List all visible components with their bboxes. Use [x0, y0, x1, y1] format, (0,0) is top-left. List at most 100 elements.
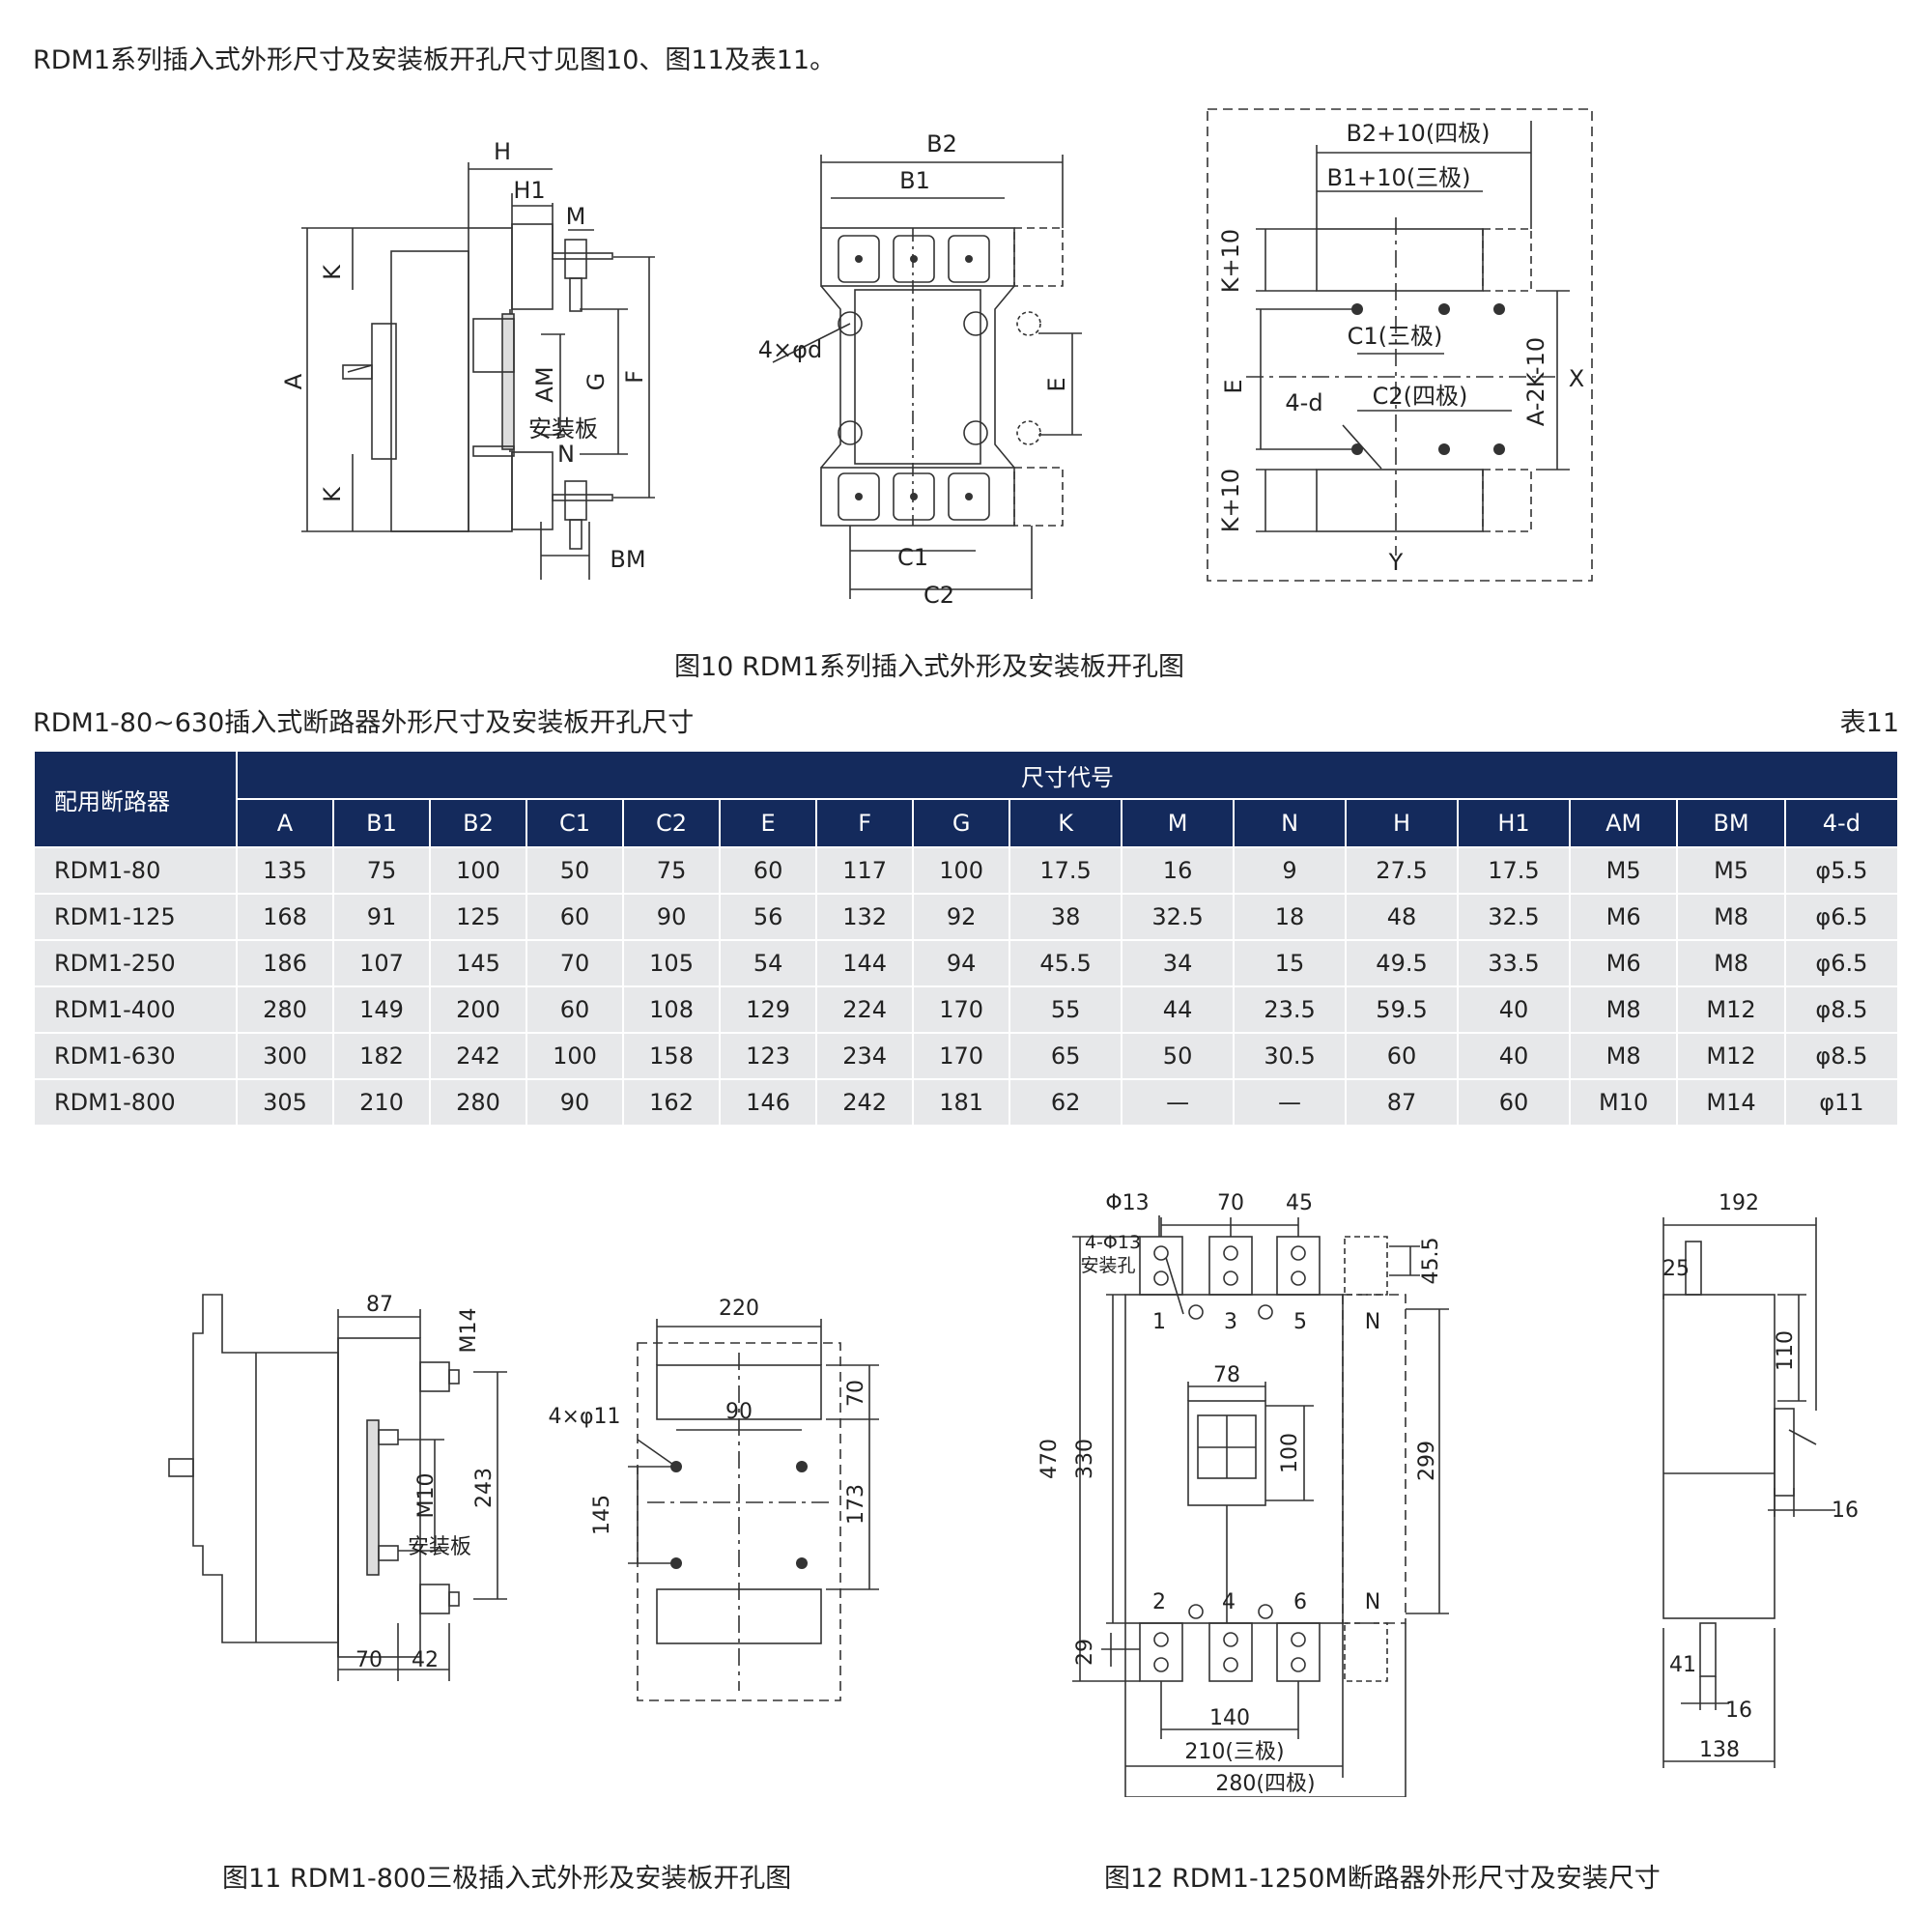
- table-cell: φ6.5: [1783, 939, 1900, 987]
- table-cell: 15: [1233, 939, 1348, 987]
- intro-text: RDM1系列插入式外形尺寸及安装板开孔尺寸见图10、图11及表11。: [33, 45, 837, 75]
- header-cell: N: [1233, 798, 1348, 848]
- fig12-caption: 图12 RDM1-1250M断路器外形尺寸及安装尺寸: [1104, 1864, 1661, 1894]
- table-cell: 27.5: [1345, 846, 1459, 895]
- table-cell: 75: [622, 846, 722, 895]
- table-cell: 23.5: [1233, 985, 1348, 1034]
- table-cell: 170: [912, 1032, 1011, 1080]
- header-cell: H1: [1457, 798, 1571, 848]
- table-cell: 117: [815, 846, 915, 895]
- table-cell: 105: [622, 939, 722, 987]
- table-cell: 50: [526, 846, 625, 895]
- fig10-label-C2: C2: [923, 582, 954, 609]
- table-cell: 129: [719, 985, 818, 1034]
- table-cell: M6: [1568, 939, 1679, 987]
- table-cell-model: RDM1-630: [33, 1032, 238, 1080]
- fig12-side-25: 25: [1662, 1257, 1690, 1281]
- fig11-label-42: 42: [412, 1648, 439, 1672]
- table-cell: 158: [622, 1032, 722, 1080]
- fig12-terminal-N-top: N: [1365, 1310, 1380, 1334]
- fig10-label-M: M: [566, 203, 586, 230]
- table-cell: 90: [622, 893, 722, 941]
- table-cell: 107: [332, 939, 432, 987]
- header-cell: C1: [526, 798, 625, 848]
- fig12-label-78: 78: [1213, 1363, 1240, 1387]
- table-cell: 210: [332, 1078, 432, 1127]
- table-cell: 170: [912, 985, 1011, 1034]
- table-cell: 70: [526, 939, 625, 987]
- fig12-label-470: 470: [1037, 1439, 1062, 1479]
- table-cell: 100: [912, 846, 1011, 895]
- fig12-terminal-N-bot: N: [1365, 1590, 1380, 1614]
- header-cell: AM: [1568, 798, 1679, 848]
- table-title: RDM1-80~630插入式断路器外形尺寸及安装板开孔尺寸: [33, 708, 695, 738]
- fig10-label-Ktop: K+10: [1217, 229, 1244, 293]
- table-cell: 49.5: [1345, 939, 1459, 987]
- table-cell: 34: [1121, 939, 1236, 987]
- table-cell: 242: [815, 1078, 915, 1127]
- fig11-drawing: 87 M14 M10 243 安装板 70 42 220 90 4×φ11 70…: [0, 1140, 966, 1710]
- table-cell: M8: [1676, 893, 1786, 941]
- table-cell: 92: [912, 893, 1011, 941]
- table-cell: 182: [332, 1032, 432, 1080]
- fig12-terminal-2: 2: [1152, 1590, 1166, 1614]
- table-cell: φ6.5: [1783, 893, 1900, 941]
- fig12-label-280: 280(四极): [1215, 1772, 1315, 1796]
- table-cell: 60: [1345, 1032, 1459, 1080]
- fig10-label-B1: B1: [899, 167, 930, 194]
- table-cell: 32.5: [1121, 893, 1236, 941]
- table-cell: 60: [526, 893, 625, 941]
- fig11-label-plate: 安装板: [408, 1535, 471, 1559]
- fig10-caption: 图10 RDM1系列插入式外形及安装板开孔图: [674, 652, 1184, 682]
- table-cell: 90: [526, 1078, 625, 1127]
- table-cell: 75: [332, 846, 432, 895]
- table-cell: 48: [1345, 893, 1459, 941]
- table-cell-model: RDM1-125: [33, 893, 238, 941]
- fig11-label-90: 90: [725, 1400, 753, 1424]
- fig10-label-X: X: [1569, 365, 1584, 392]
- fig10-label-Kbot: K+10: [1217, 469, 1244, 532]
- fig10-drawing: H H1 M K K A AM G F 安装板 N BM B2 B1 4×φd …: [0, 0, 1932, 628]
- header-cell: F: [815, 798, 915, 848]
- table-cell: 94: [912, 939, 1011, 987]
- table-cell: 38: [1009, 893, 1123, 941]
- header-cell: B1: [332, 798, 432, 848]
- table-cell: 40: [1457, 1032, 1571, 1080]
- table-cell-model: RDM1-400: [33, 985, 238, 1034]
- table-cell-model: RDM1-80: [33, 846, 238, 895]
- fig11-label-243: 243: [472, 1468, 497, 1508]
- table-cell: 123: [719, 1032, 818, 1080]
- header-group: 尺寸代号: [236, 750, 1899, 800]
- fig11-label-panel-70: 70: [844, 1380, 868, 1407]
- table-cell: M14: [1676, 1078, 1786, 1127]
- fig12-side-41: 41: [1669, 1653, 1696, 1677]
- table-cell: 60: [1457, 1078, 1571, 1127]
- table-cell: M10: [1568, 1078, 1679, 1127]
- table-cell: 132: [815, 893, 915, 941]
- table-cell: 300: [235, 1032, 335, 1080]
- table-cell: 305: [235, 1078, 335, 1127]
- fig11-label-87: 87: [366, 1293, 393, 1317]
- header-cell: K: [1009, 798, 1123, 848]
- fig10-label-B1p: B1+10(三极): [1326, 164, 1470, 191]
- table-cell: 60: [526, 985, 625, 1034]
- table-cell: 146: [719, 1078, 818, 1127]
- fig10-label-Y: Y: [1388, 549, 1404, 576]
- fig10-label-H: H: [494, 138, 511, 165]
- fig11-label-holes: 4×φ11: [549, 1405, 621, 1429]
- table-cell-model: RDM1-250: [33, 939, 238, 987]
- fig12-label-29: 29: [1073, 1639, 1097, 1666]
- table-cell: 100: [429, 846, 528, 895]
- table-cell: 18: [1233, 893, 1348, 941]
- fig12-terminal-5: 5: [1293, 1310, 1307, 1334]
- fig12-label-140: 140: [1209, 1706, 1250, 1730]
- fig10-label-C1p: C1(三极): [1348, 323, 1443, 350]
- table-cell: 91: [332, 893, 432, 941]
- header-cell: B2: [429, 798, 528, 848]
- fig11-label-M14: M14: [457, 1308, 481, 1354]
- header-cell: H: [1345, 798, 1459, 848]
- table-cell: 145: [429, 939, 528, 987]
